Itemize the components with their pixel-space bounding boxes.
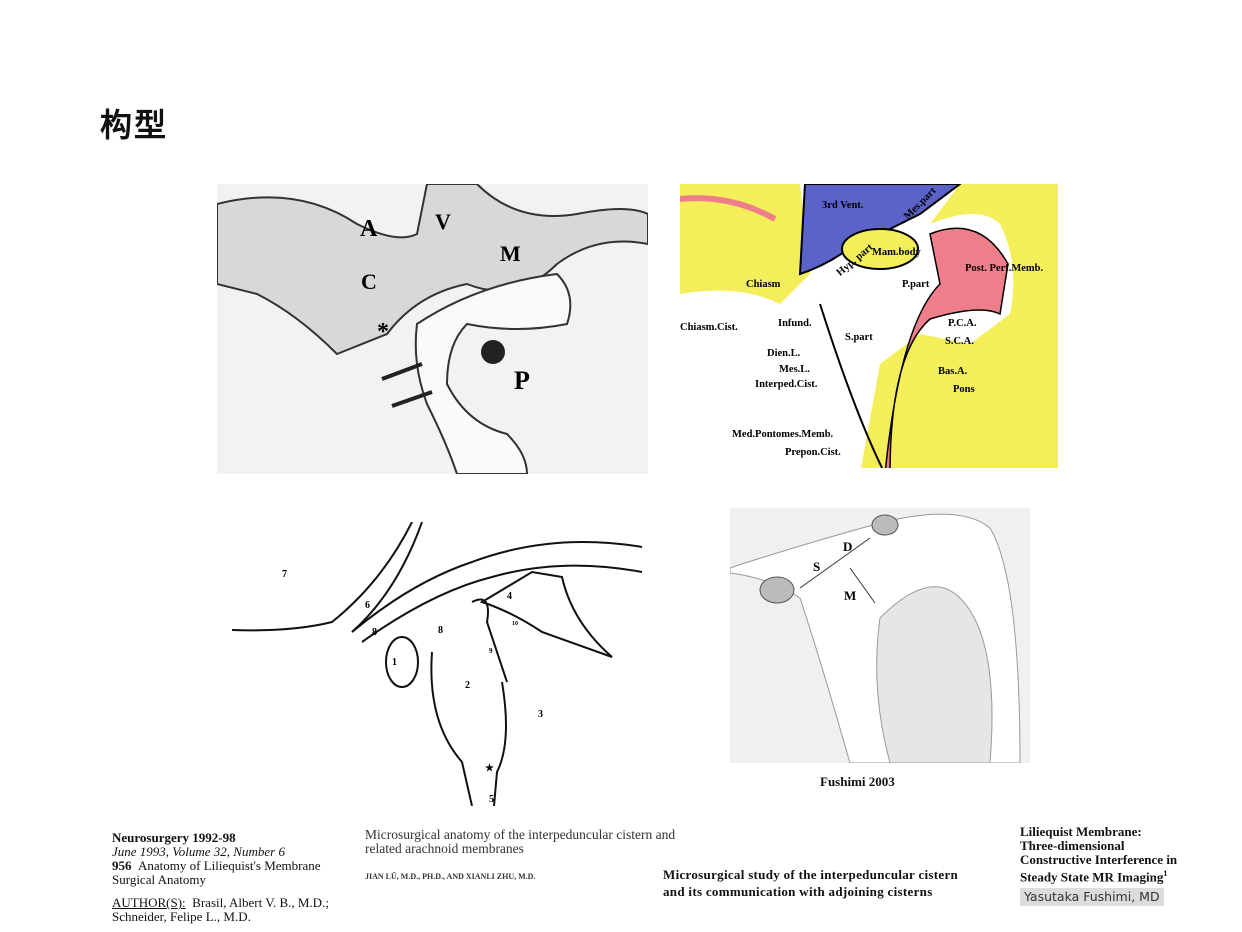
label: S.C.A. [945, 336, 974, 347]
figure-mr-schematic: D S M [730, 508, 1030, 763]
label: 8 [372, 627, 377, 638]
label-star: * [377, 319, 389, 345]
figure-sketch-anatomy: A V M C * P [217, 184, 648, 474]
title-1: Microsurgical anatomy of the interpedunc… [365, 827, 676, 842]
label: Mam.body [872, 247, 921, 258]
label: Prepon.Cist. [785, 447, 841, 458]
issue: June 1993, Volume 32, Number 6 [112, 844, 285, 859]
authors: JIAN LÜ, M.D., PH.D., AND XIANLI ZHU, M.… [365, 872, 536, 881]
label-m: M [844, 588, 856, 603]
label: P.part [902, 279, 930, 290]
label: 9 [489, 647, 493, 655]
label: Mes.L. [779, 364, 810, 375]
label: Bas.A. [938, 366, 968, 377]
authors-label: AUTHOR(S): [112, 895, 186, 910]
label: Chiasm.Cist. [680, 322, 738, 333]
title-2: and its communication with adjoining cis… [663, 884, 933, 899]
article-subtitle: Surgical Anatomy [112, 872, 207, 887]
figure-color-diagram: 3rd Vent. Mes.part Hyp. part Mam.body Po… [680, 184, 1058, 468]
label: 3 [538, 709, 543, 720]
label: 3rd Vent. [822, 200, 864, 211]
number-labels: 7 6 8 4 8 10 9 1 2 3 ★ 5 [282, 569, 543, 805]
footnote-marker: 1 [1163, 869, 1168, 878]
label: S.part [845, 332, 873, 343]
label-c: C [361, 269, 377, 294]
label: 8 [438, 625, 443, 636]
label: ★ [485, 763, 494, 774]
page-number: 956 [112, 858, 132, 873]
label-v: V [435, 209, 451, 234]
label: Dien.L. [767, 348, 801, 359]
article-title: Anatomy of Liliequist's Membrane [138, 858, 321, 873]
label: 4 [507, 591, 512, 602]
label: 10 [512, 621, 518, 627]
label-a: A [360, 216, 378, 242]
title-1: Liliequist Membrane: [1020, 824, 1142, 839]
label-p: P [514, 366, 530, 395]
title-4: Steady State MR Imaging [1020, 869, 1164, 885]
figure-line-drawing: 7 6 8 4 8 10 9 1 2 3 ★ 5 [232, 522, 643, 806]
label: 6 [365, 600, 370, 611]
reference-brasil: Neurosurgery 1992-98 June 1993, Volume 3… [112, 831, 329, 924]
label: Med.Pontomes.Memb. [732, 429, 834, 440]
label: Chiasm [746, 279, 781, 290]
label: 7 [282, 569, 287, 580]
authors: Brasil, Albert V. B., M.D.; [192, 895, 329, 910]
label: 1 [392, 657, 397, 668]
label: 5 [489, 794, 494, 805]
label: P.C.A. [948, 318, 977, 329]
title-1: Microsurgical study of the interpeduncul… [663, 867, 959, 882]
authors-2: Schneider, Felipe L., M.D. [112, 909, 251, 924]
label-s: S [813, 559, 820, 574]
label-d: D [843, 539, 852, 554]
label: Pons [953, 384, 975, 395]
figure-caption: Fushimi 2003 [820, 774, 895, 789]
title-2: Three-dimensional [1020, 838, 1125, 853]
journal: Neurosurgery 1992-98 [112, 830, 236, 845]
author-badge: Yasutaka Fushimi, MD [1020, 888, 1164, 907]
reference-fushimi: Liliequist Membrane: Three-dimensional C… [1020, 824, 1178, 907]
title-2: related arachnoid membranes [365, 841, 524, 856]
title-3: Constructive Interference in [1020, 852, 1178, 867]
reference-microsurgical-study: Microsurgical study of the interpeduncul… [663, 868, 958, 899]
label: Infund. [778, 318, 812, 329]
label: Post. Perf.Memb. [965, 263, 1044, 274]
label-m: M [500, 241, 521, 266]
slide-title: 构型 [100, 106, 169, 144]
label: 2 [465, 680, 470, 691]
label: Interped.Cist. [755, 379, 818, 390]
reference-lu: Microsurgical anatomy of the interpedunc… [365, 828, 675, 884]
